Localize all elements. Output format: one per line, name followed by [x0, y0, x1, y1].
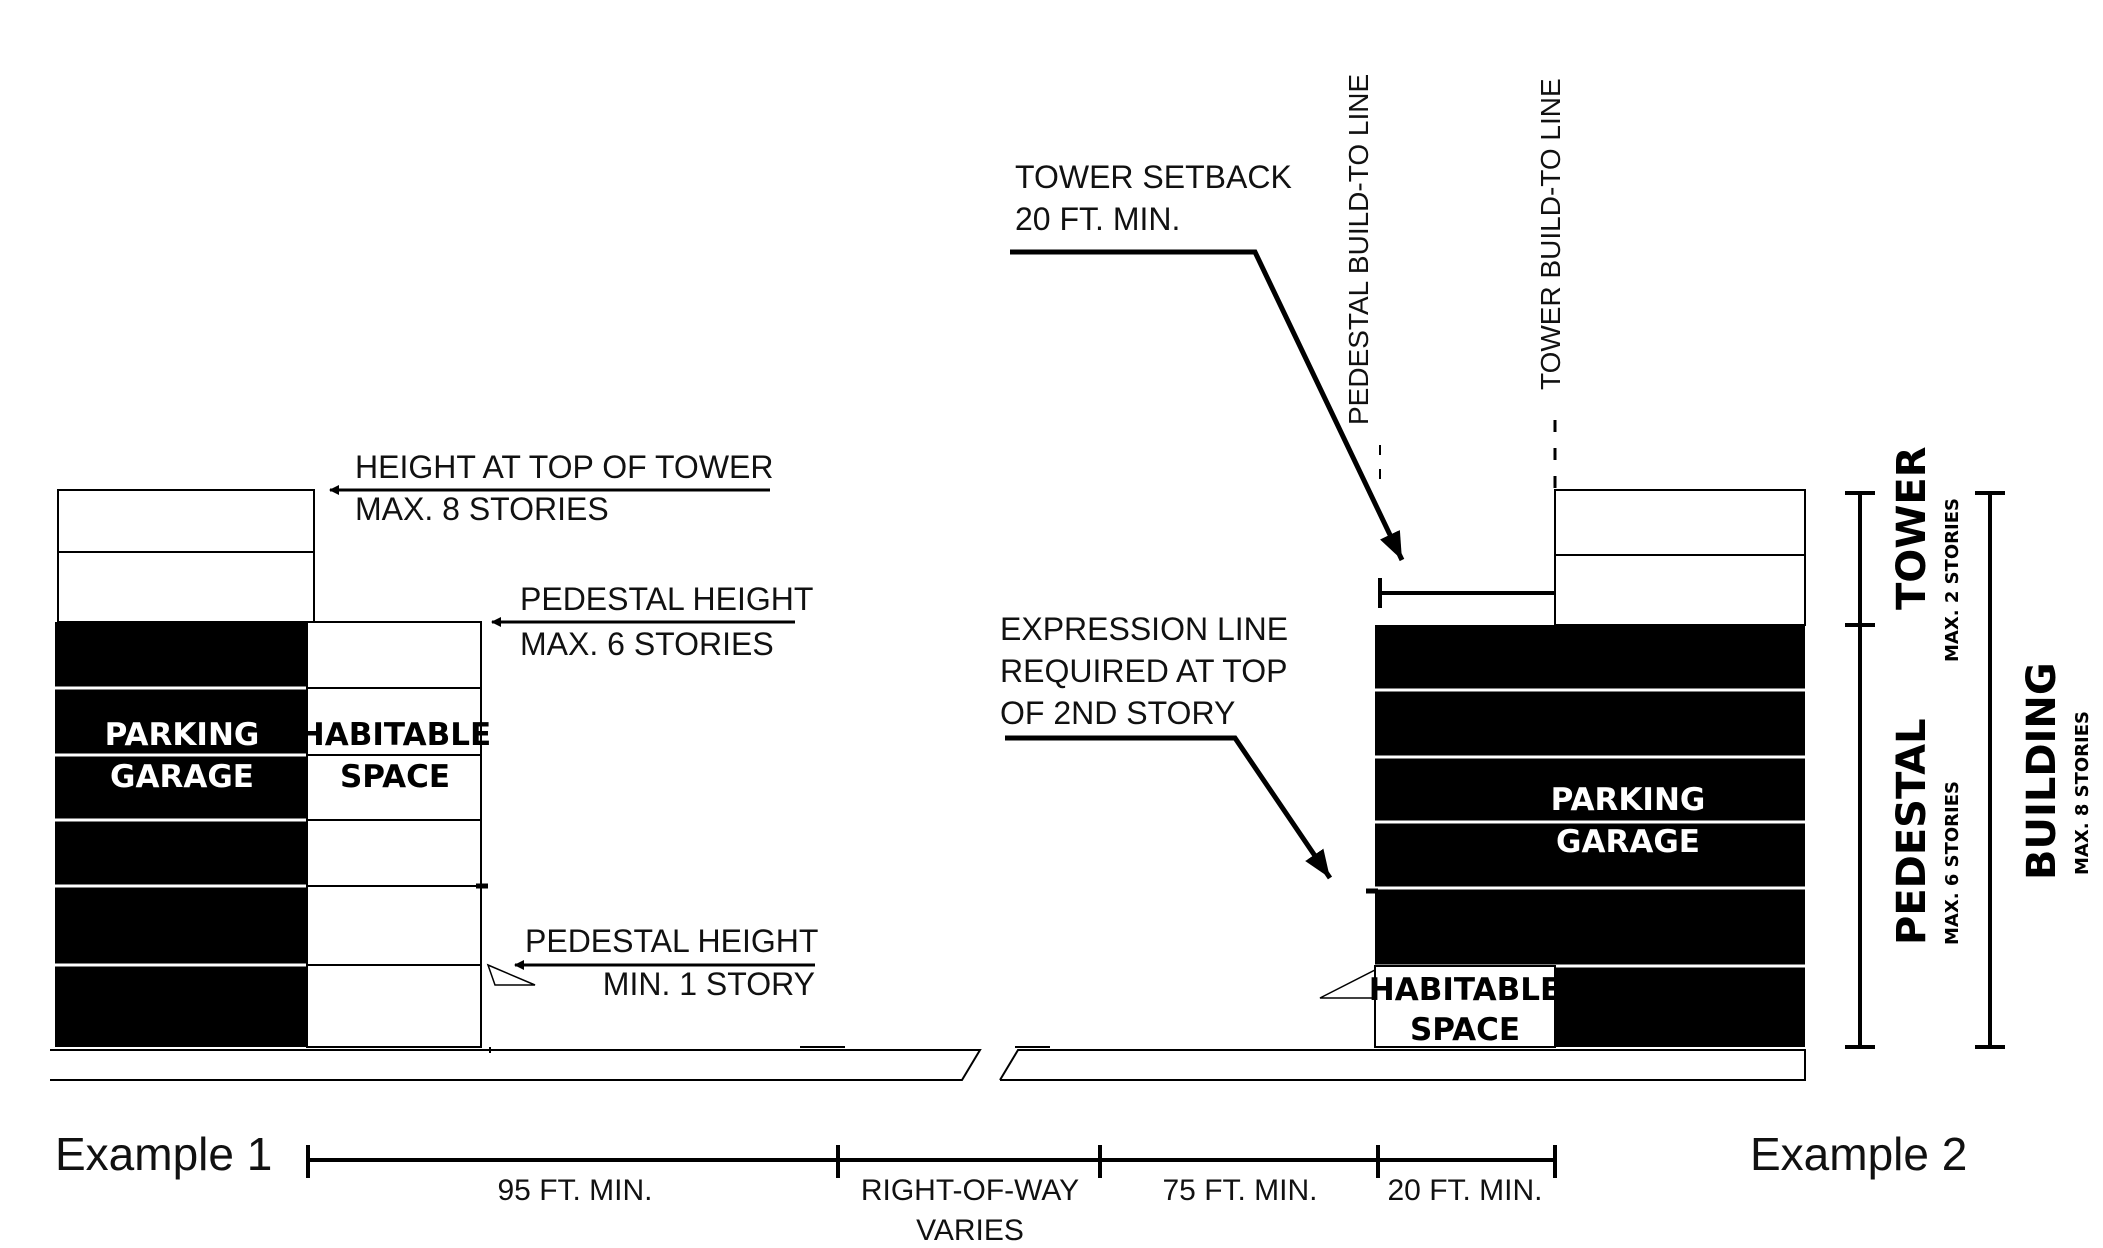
- ex1-habitable-space: [306, 621, 482, 1048]
- svg-text:TOWER SETBACK: TOWER SETBACK: [1015, 159, 1292, 195]
- svg-text:MAX. 6 STORIES: MAX. 6 STORIES: [520, 626, 774, 662]
- ex1-habitable-label-1: HABITABLE: [299, 717, 491, 753]
- building-side-sublabel: MAX. 8 STORIES: [2072, 711, 2093, 875]
- callout-height-top-tower: HEIGHT AT TOP OF TOWER MAX. 8 STORIES: [329, 449, 773, 527]
- callout-tower-setback: TOWER SETBACK 20 FT. MIN.: [1010, 159, 1405, 562]
- pedestal-side-label: PEDESTAL: [1889, 718, 1935, 945]
- dim-row-1: RIGHT-OF-WAY: [861, 1174, 1079, 1207]
- svg-text:EXPRESSION LINE: EXPRESSION LINE: [1000, 611, 1288, 647]
- ex1-habitable-label-2: SPACE: [340, 759, 450, 795]
- bottom-dimension-labels: 95 FT. MIN. RIGHT-OF-WAY VARIES 75 FT. M…: [497, 1174, 1542, 1247]
- example1-building: PARKING GARAGE HABITABLE SPACE: [55, 489, 491, 1048]
- ex2-habitable-label-2: SPACE: [1410, 1012, 1520, 1048]
- svg-text:MAX. 8 STORIES: MAX. 8 STORIES: [355, 491, 609, 527]
- svg-text:HEIGHT AT TOP OF TOWER: HEIGHT AT TOP OF TOWER: [355, 449, 773, 485]
- side-dimensions: [1845, 491, 2005, 1049]
- ex1-parking-label-2: GARAGE: [110, 759, 254, 795]
- svg-text:20 FT. MIN.: 20 FT. MIN.: [1015, 201, 1180, 237]
- pedestal-side-sublabel: MAX. 6 STORIES: [1942, 781, 1963, 945]
- callout-expression-line: EXPRESSION LINE REQUIRED AT TOP OF 2ND S…: [1000, 611, 1376, 999]
- tower-side-label: TOWER: [1889, 446, 1935, 610]
- example-2-label: Example 2: [1750, 1128, 1967, 1180]
- ex1-tower-floor-top: [57, 489, 315, 553]
- callout-pedestal-height-min: PEDESTAL HEIGHT MIN. 1 STORY: [486, 923, 818, 1002]
- svg-text:REQUIRED AT TOP: REQUIRED AT TOP: [1000, 653, 1287, 689]
- dim-95ft: 95 FT. MIN.: [497, 1174, 652, 1207]
- ex1-parking-garage: [55, 622, 307, 1047]
- svg-text:PEDESTAL HEIGHT: PEDESTAL HEIGHT: [525, 923, 818, 959]
- bottom-dimension-line: [306, 1145, 1557, 1178]
- ex2-parking-label-2: GARAGE: [1556, 824, 1700, 860]
- svg-text:PEDESTAL BUILD-TO LINE: PEDESTAL BUILD-TO LINE: [1343, 74, 1374, 425]
- ex2-habitable-label-1: HABITABLE: [1369, 972, 1561, 1008]
- svg-text:TOWER BUILD-TO LINE: TOWER BUILD-TO LINE: [1535, 78, 1566, 390]
- ground-line: [50, 1046, 1806, 1081]
- svg-text:OF 2ND STORY: OF 2ND STORY: [1000, 695, 1235, 731]
- dim-75ft: 75 FT. MIN.: [1162, 1174, 1317, 1207]
- example2-building: PARKING GARAGE HABITABLE SPACE: [1366, 489, 1806, 1048]
- ex1-parking-label-1: PARKING: [105, 717, 260, 753]
- example-1-label: Example 1: [55, 1128, 272, 1180]
- dim-20ft: 20 FT. MIN.: [1387, 1174, 1542, 1207]
- ex2-tower-floor-2: [1554, 554, 1806, 626]
- ex1-tower-floor-2: [57, 551, 315, 623]
- ex2-habitable-space: [1374, 965, 1556, 1048]
- tower-side-sublabel: MAX. 2 STORIES: [1942, 498, 1963, 662]
- building-side-label: BUILDING: [2019, 662, 2065, 880]
- dim-row-2: VARIES: [916, 1214, 1024, 1247]
- svg-text:MIN. 1 STORY: MIN. 1 STORY: [603, 966, 815, 1002]
- ex2-tower-floor-top: [1554, 489, 1806, 556]
- ex2-parking-label-1: PARKING: [1551, 782, 1706, 818]
- callout-pedestal-height-max: PEDESTAL HEIGHT MAX. 6 STORIES: [491, 581, 813, 662]
- pedestal-build-to-line: PEDESTAL BUILD-TO LINE: [1343, 74, 1381, 480]
- tower-build-to-line: TOWER BUILD-TO LINE: [1535, 78, 1566, 488]
- side-labels: TOWER MAX. 2 STORIES PEDESTAL MAX. 6 STO…: [1889, 446, 2093, 945]
- svg-text:PEDESTAL HEIGHT: PEDESTAL HEIGHT: [520, 581, 813, 617]
